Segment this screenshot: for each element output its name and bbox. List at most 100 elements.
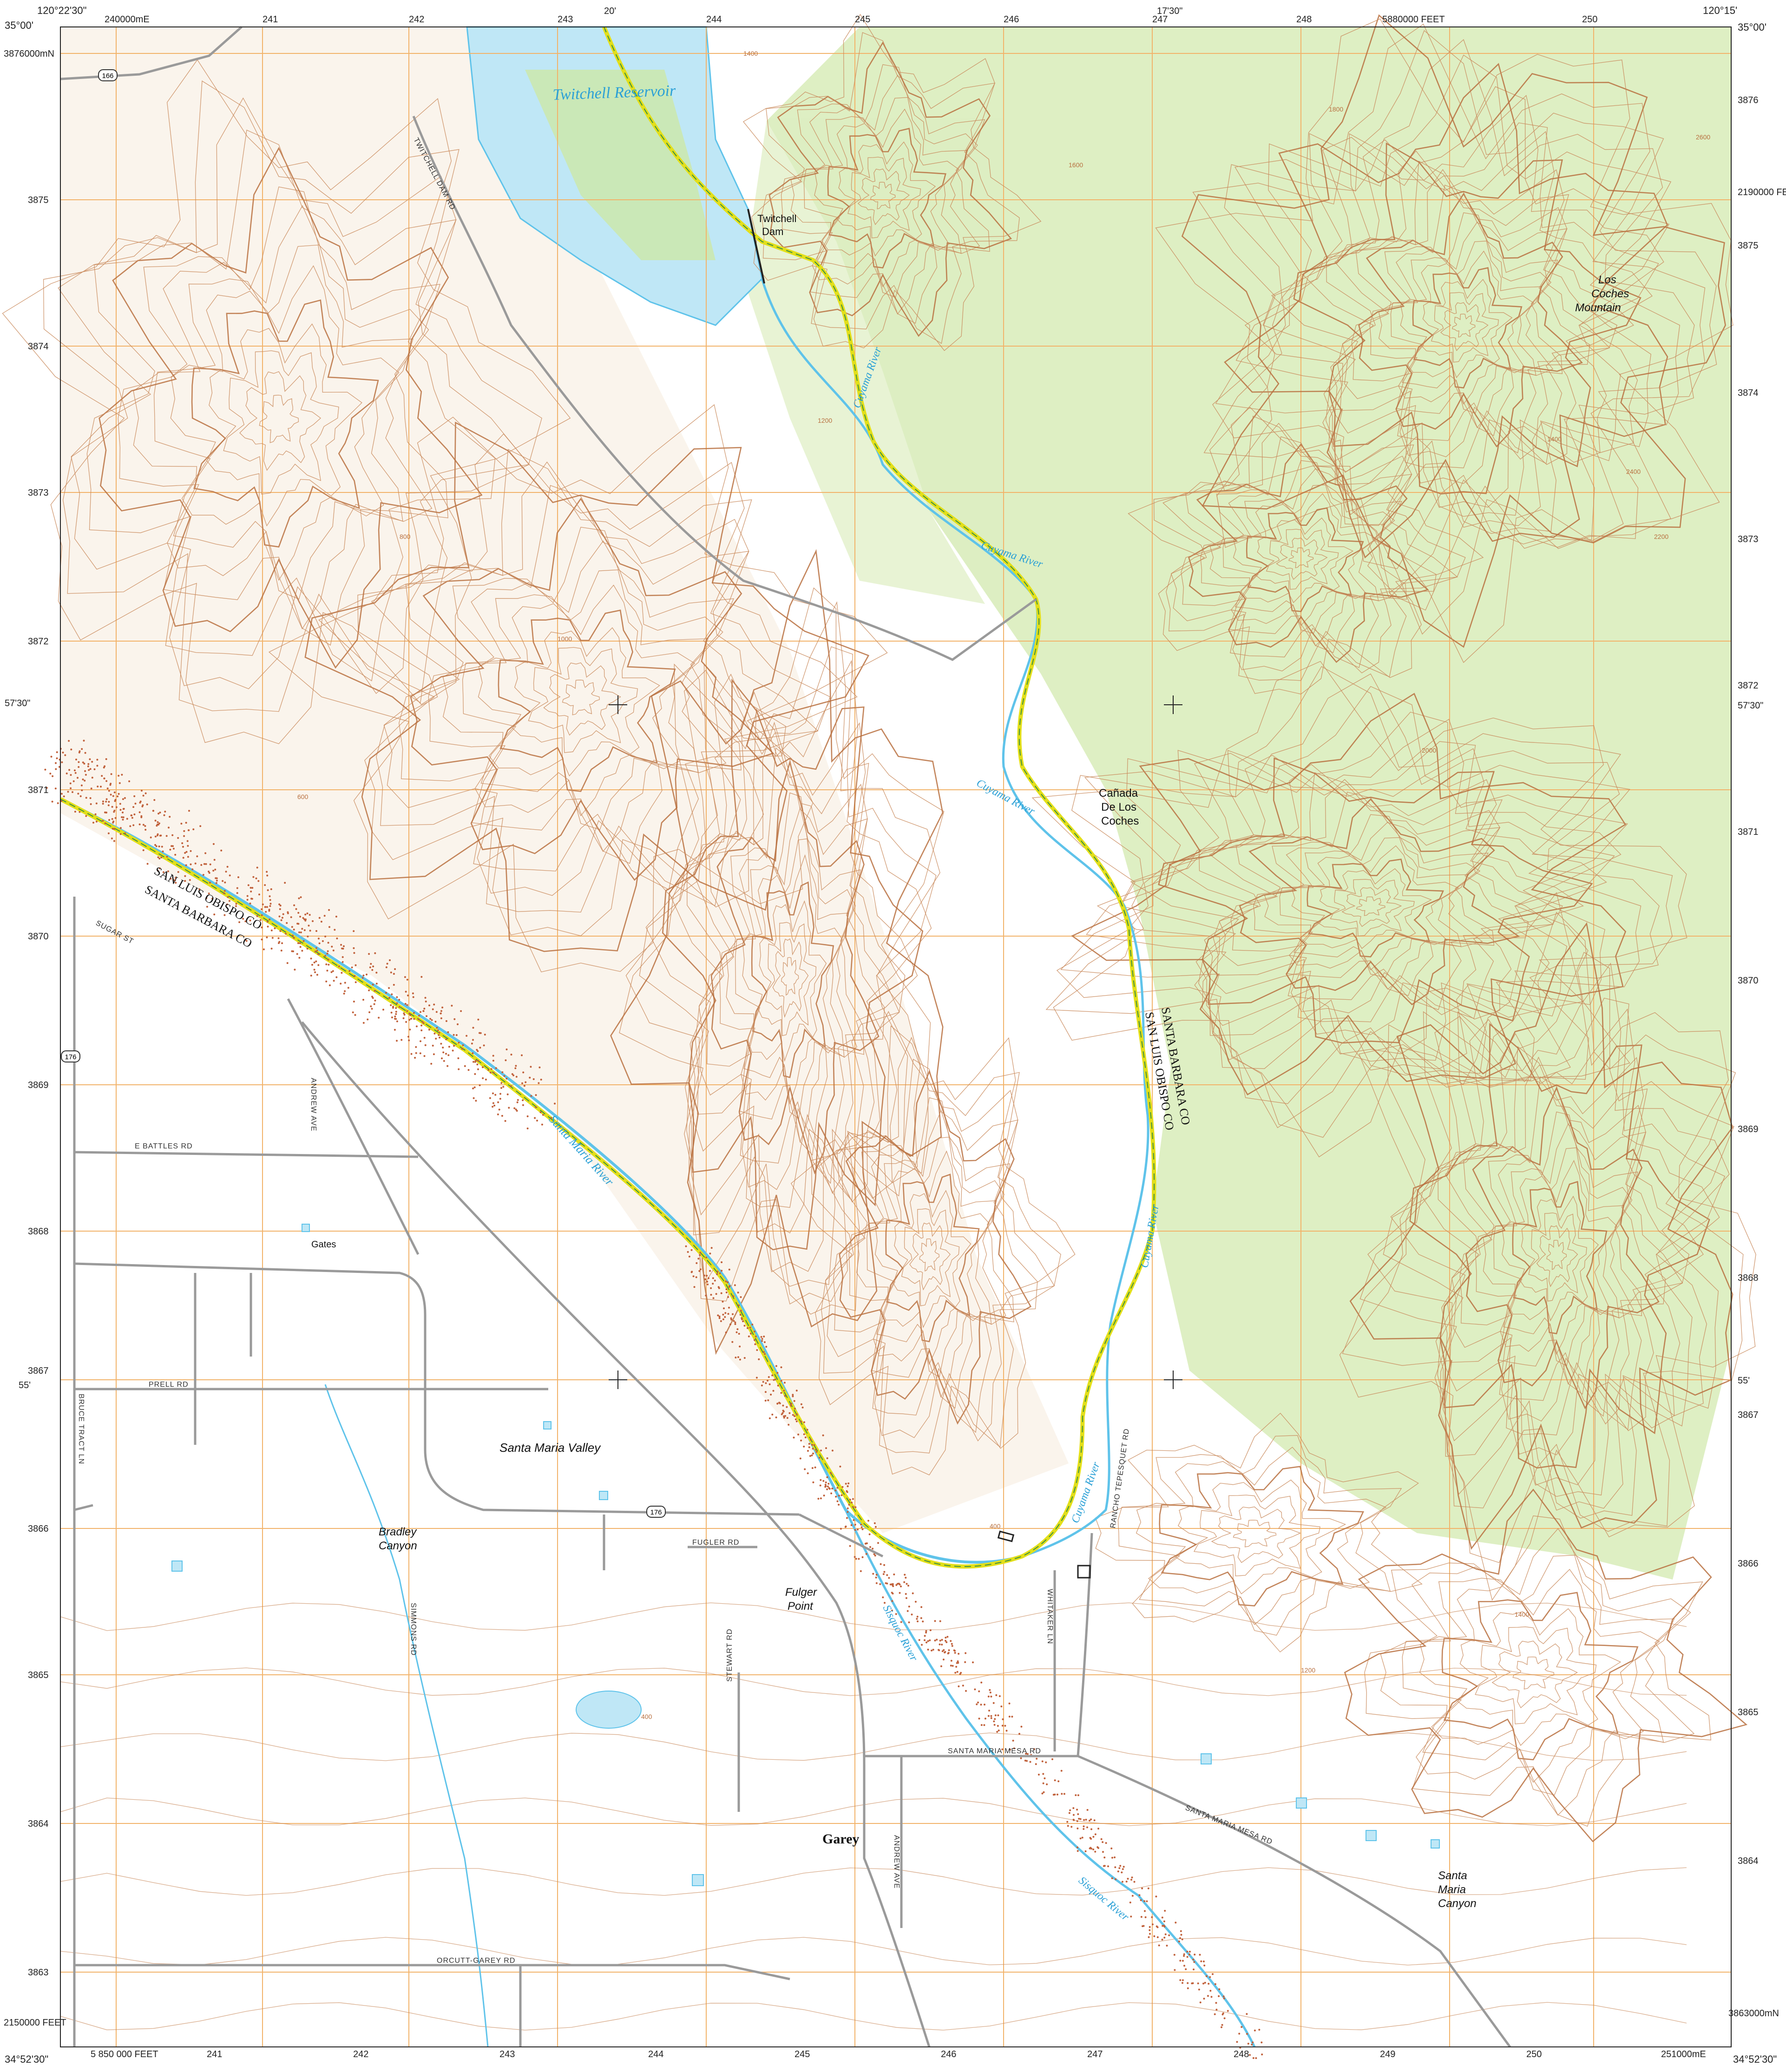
stipple-dot [1042, 1773, 1044, 1775]
stipple-dot [965, 1690, 967, 1692]
stipple-dot [830, 1492, 833, 1495]
stipple-dot [1223, 2017, 1226, 2020]
stipple-dot [132, 824, 135, 826]
stipple-dot [108, 819, 111, 821]
stipple-dot [409, 1029, 411, 1031]
stipple-dot [314, 971, 316, 973]
building [997, 1530, 1015, 1542]
stipple-dot [826, 1457, 828, 1459]
stipple-dot [838, 1503, 840, 1506]
stipple-dot [803, 1445, 805, 1448]
contour-line [58, 97, 530, 694]
stipple-dot [184, 852, 186, 854]
stipple-dot [251, 898, 253, 900]
stipple-dot [754, 1343, 756, 1345]
stipple-dot [712, 1283, 714, 1285]
stipple-dot [849, 1499, 851, 1501]
contour-line [1369, 212, 1563, 436]
stipple-dot [1252, 2041, 1254, 2044]
stipple-dot [1202, 1982, 1204, 1985]
label-andrew-ave-2: ANDREW AVE [893, 1835, 900, 1889]
stipple-dot [820, 1497, 822, 1500]
stipple-dot [772, 1390, 775, 1392]
stipple-dot [1086, 1809, 1089, 1811]
stipple-dot [52, 775, 54, 777]
stipple-dot [375, 983, 378, 985]
contour-line [1356, 896, 1385, 916]
contour-line [1086, 712, 1628, 1076]
stipple-dot [310, 957, 312, 960]
stipple-dot [994, 1714, 997, 1717]
stipple-dot [434, 1021, 437, 1023]
stipple-dot [774, 1378, 776, 1381]
stipple-dot [267, 889, 269, 892]
stipple-dot [794, 1415, 795, 1417]
stipple-dot [84, 770, 86, 772]
stipple-dot [1026, 1753, 1029, 1755]
stipple-dot [917, 1620, 919, 1622]
stipple-dot [980, 1704, 982, 1706]
stipple-dot [199, 825, 202, 827]
hwy-176-shield-north: 176 [61, 1050, 80, 1062]
contour-line [1451, 314, 1476, 338]
contour-line [1153, 415, 1466, 681]
stipple-dot [808, 1443, 810, 1445]
stipple-dot [1090, 1818, 1092, 1821]
stipple-dot [814, 1449, 817, 1451]
stipple-dot [378, 1016, 380, 1019]
stipple-dot [1060, 1770, 1063, 1772]
stipple-dot [226, 866, 229, 868]
label-andrew-ave-1: ANDREW AVE [309, 1078, 317, 1132]
stipple-dot [724, 1316, 726, 1318]
stipple-dot [202, 874, 204, 876]
stipple-dot [699, 1252, 702, 1254]
stipple-dot [775, 1416, 777, 1418]
top-edge-ticks: 240000mE 241 242 243 20' 244 245 246 247… [105, 6, 1597, 25]
stipple-dot [492, 1106, 494, 1108]
stipple-dot [990, 1715, 992, 1717]
stipple-dot [154, 844, 157, 846]
stipple-dot [111, 837, 113, 839]
stipple-dot [420, 1040, 421, 1043]
stipple-dot [302, 917, 304, 919]
stipple-dot [1045, 1761, 1047, 1764]
tick-top: 17'30" [1157, 6, 1182, 16]
contour-line [239, 371, 322, 471]
stipple-dot [1179, 1937, 1181, 1939]
stipple-dot [500, 1082, 503, 1084]
stipple-dot [499, 1093, 501, 1095]
contour-line [885, 1174, 980, 1343]
stipple-dot [1018, 1733, 1020, 1735]
stipple-dot [710, 1294, 712, 1296]
stipple-dot [840, 1528, 842, 1530]
stipple-dot [931, 1649, 932, 1652]
stipple-dot [256, 915, 258, 917]
stipple-dot [185, 864, 187, 866]
stipple-dot [732, 1313, 734, 1315]
stipple-dot [414, 1056, 416, 1059]
stipple-dot [1061, 1793, 1063, 1795]
stipple-dot [265, 911, 267, 913]
stipple-dot [1258, 2029, 1261, 2031]
stipple-dot [249, 919, 251, 922]
contour-line [528, 647, 638, 753]
stipple-dot [718, 1315, 721, 1318]
stipple-dot [517, 1099, 519, 1101]
stipple-dot [911, 1613, 913, 1616]
stipple-dot [958, 1685, 960, 1687]
stipple-dot [712, 1297, 715, 1299]
stipple-dot [269, 899, 271, 901]
stipple-dot [1181, 1938, 1183, 1941]
stipple-dot [266, 936, 268, 938]
stipple-dot [60, 800, 63, 802]
stipple-dot [255, 877, 257, 879]
stipple-dot [388, 987, 390, 989]
stipple-dot [174, 879, 176, 881]
contour-line [442, 540, 727, 852]
tick-bottom: 249 [1380, 2049, 1395, 2059]
stipple-dot [140, 789, 143, 792]
stipple-dot [1114, 1866, 1116, 1869]
contour-line [1402, 1554, 1675, 1796]
